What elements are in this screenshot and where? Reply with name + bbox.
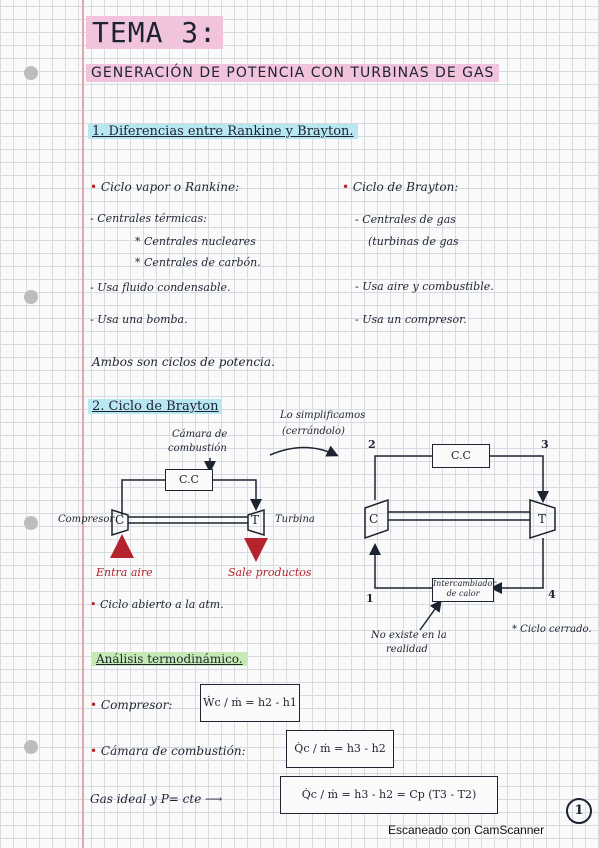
chamber-equation: Q̇c / ṁ = h3 - h2	[286, 730, 394, 768]
margin-line	[82, 0, 84, 848]
heat-exchanger: Intercambiador de calor	[432, 578, 496, 602]
closed-combustion-chamber: C.C	[432, 444, 490, 468]
brayton-item: - Usa aire y combustible.	[355, 280, 494, 293]
section-2-heading: 2. Ciclo de Brayton	[88, 399, 223, 414]
chamber-label-line1: Cámara de	[172, 429, 228, 440]
analysis-heading: Análisis termodinámico.	[92, 652, 247, 666]
punch-hole	[24, 66, 38, 80]
brayton-item: - Usa un compresor.	[355, 313, 467, 326]
rankine-item: - Centrales térmicas:	[90, 212, 207, 225]
ideal-gas-equation: Q̇c / ṁ = h3 - h2 = Cp (T3 - T2)	[280, 776, 498, 814]
rankine-item: * Centrales de carbón.	[135, 256, 261, 269]
compressor-equation: Ẇc / ṁ = h2 - h1	[200, 684, 300, 722]
compressor-label: Compresor	[58, 514, 115, 525]
closed-cycle-note: * Ciclo cerrado.	[512, 624, 592, 635]
point-4: 4	[548, 588, 556, 601]
brayton-label: • Ciclo de Brayton:	[342, 180, 459, 194]
scanner-watermark: Escaneado con CamScanner	[388, 823, 545, 837]
point-3: 3	[541, 438, 549, 451]
ideal-gas-label: Gas ideal y P= cte ⟶	[90, 792, 223, 806]
page-title: TEMA 3:	[86, 16, 224, 49]
closed-turbine-letter: T	[538, 512, 547, 526]
simplify-note-line1: Lo simplificamos	[280, 410, 366, 421]
products-out-label: Sale productos	[228, 566, 312, 579]
open-cycle-diagram	[111, 445, 339, 537]
rankine-item: - Usa una bomba.	[90, 313, 188, 326]
not-real-line1: No existe en la	[371, 630, 447, 641]
point-1: 1	[366, 592, 374, 605]
closed-cycle-diagram	[364, 455, 556, 631]
turbine-label: Turbina	[275, 514, 315, 525]
open-cycle-note: • Ciclo abierto a la atm.	[90, 598, 224, 611]
rankine-label: • Ciclo vapor o Rankine:	[90, 180, 240, 194]
open-combustion-chamber: C.C	[165, 469, 213, 491]
chamber-label-line2: combustión	[168, 443, 227, 454]
brayton-item: - Centrales de gas	[355, 213, 456, 226]
chamber-eq-label: • Cámara de combustión:	[90, 744, 246, 758]
page-subtitle: GENERACIÓN DE POTENCIA CON TURBINAS DE G…	[86, 64, 500, 82]
open-compressor-letter: C	[115, 513, 125, 527]
punch-hole	[24, 516, 38, 530]
section-1-heading: 1. Diferencias entre Rankine y Brayton.	[88, 124, 358, 139]
air-in-label: Entra aire	[96, 566, 153, 579]
not-real-line2: realidad	[386, 644, 428, 655]
compressor-eq-label: • Compresor:	[90, 698, 173, 712]
rankine-item: - Usa fluido condensable.	[90, 281, 231, 294]
closed-compressor-letter: C	[369, 512, 379, 526]
both-note: Ambos son ciclos de potencia.	[92, 355, 275, 369]
rankine-item: * Centrales nucleares	[135, 235, 256, 248]
page-number: 1	[566, 798, 592, 824]
open-turbine-letter: T	[251, 513, 260, 527]
punch-hole	[24, 290, 38, 304]
simplify-note-line2: (cerrándolo)	[282, 426, 345, 437]
punch-hole	[24, 740, 38, 754]
brayton-item: (turbinas de gas	[368, 235, 459, 248]
point-2: 2	[368, 438, 376, 451]
